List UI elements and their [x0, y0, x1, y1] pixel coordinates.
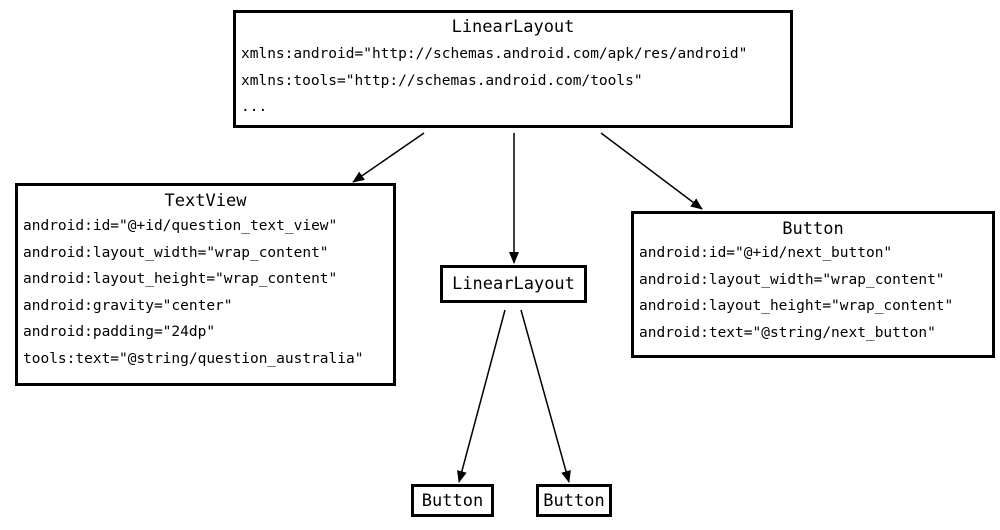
next-button-attr-layout-height: android:layout_height="wrap_content": [639, 298, 954, 314]
next-button-attr-text: android:text="@string/next_button": [639, 324, 936, 341]
child-button-right-node: Button: [536, 484, 612, 517]
root-attr-xmlns-tools: xmlns:tools="http://schemas.android.com/…: [241, 72, 643, 89]
inner-linearlayout-title: LinearLayout: [452, 274, 575, 294]
next-button-node-title: Button: [782, 219, 844, 239]
root-linearlayout-node: LinearLayout xmlns:android="http://schem…: [233, 10, 793, 128]
child-button-right-title: Button: [543, 490, 605, 511]
textview-attr-layout-height: android:layout_height="wrap_content": [23, 271, 338, 287]
next-button-attr-id: android:id="@+id/next_button": [639, 245, 893, 261]
edge-root-to-textview: [352, 132, 425, 183]
inner-linearlayout-node: LinearLayout: [440, 265, 587, 303]
next-button-attr-layout-width: android:layout_width="wrap_content": [639, 271, 945, 288]
next-button-attrs: android:id="@+id/next_button" android:la…: [634, 240, 992, 346]
root-attr-ellipsis: ...: [241, 99, 268, 115]
root-attr-xmlns-android: xmlns:android="http://schemas.android.co…: [241, 46, 748, 62]
edge-inner-layout-to-button-mid: [520, 309, 571, 483]
edge-root-to-button-right: [600, 132, 703, 210]
child-button-left-node: Button: [411, 484, 494, 517]
textview-attr-gravity: android:gravity="center": [23, 297, 233, 314]
textview-node: TextView android:id="@+id/question_text_…: [15, 183, 396, 386]
next-button-node: Button android:id="@+id/next_button" and…: [631, 211, 995, 358]
textview-attr-id: android:id="@+id/question_text_view": [23, 218, 338, 234]
child-button-left-title: Button: [421, 490, 484, 511]
textview-node-title: TextView: [164, 191, 247, 211]
textview-attr-layout-width: android:layout_width="wrap_content": [23, 244, 329, 261]
textview-attrs: android:id="@+id/question_text_view" and…: [18, 213, 393, 372]
root-attrs: xmlns:android="http://schemas.android.co…: [236, 41, 790, 121]
root-node-title: LinearLayout: [451, 17, 575, 37]
textview-attr-padding: android:padding="24dp": [23, 324, 216, 340]
edge-inner-layout-to-button-left: [457, 309, 506, 483]
textview-attr-tools-text: tools:text="@string/question_australia": [23, 350, 364, 367]
